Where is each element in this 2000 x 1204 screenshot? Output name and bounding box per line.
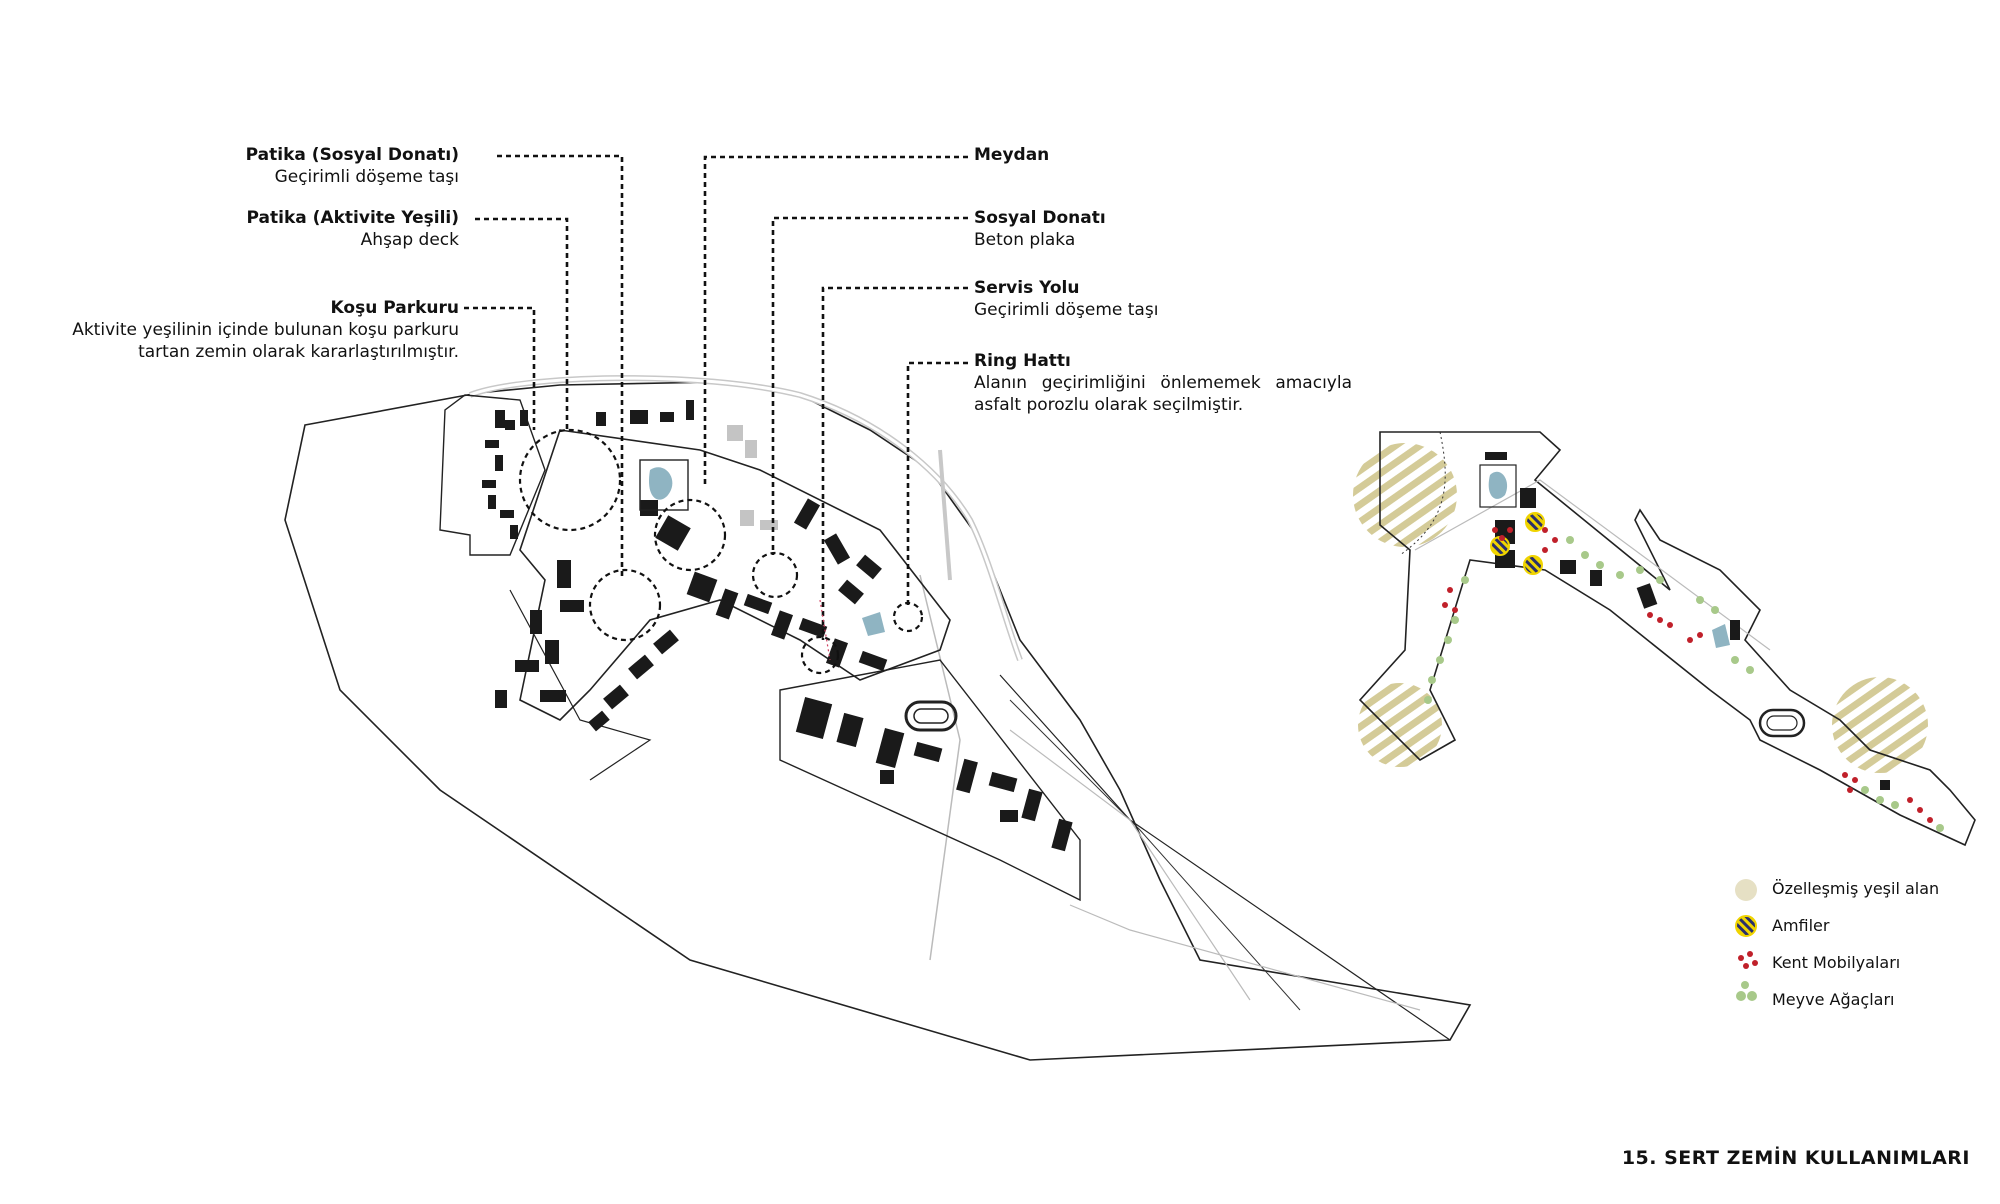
legend-item-meyve-agaclari: Meyve Ağaçları (1772, 990, 1895, 1010)
label-kosu-parkuru: Koşu Parkuru Aktivite yeşilinin içinde b… (72, 297, 459, 363)
label-patika-aktivite: Patika (Aktivite Yeşili) Ahşap deck (247, 207, 459, 251)
label-desc-2: asfalt porozlu olarak seçilmiştir. (974, 395, 1244, 415)
label-patika-sosyal: Patika (Sosyal Donatı) Geçirimli döşeme … (246, 144, 459, 188)
red-dots-icon (1738, 951, 1758, 969)
hatched-green-2 (1358, 683, 1442, 767)
dashed-highlight-circles (518, 428, 924, 675)
pond (649, 467, 673, 500)
lower-buildings (795, 696, 1073, 852)
legend-icons (1735, 879, 1758, 1001)
hatched-green-3 (1832, 677, 1928, 773)
legend-item-ozellesmis: Özelleşmiş yeşil alan (1772, 879, 1939, 899)
label-servis-yolu: Servis Yolu Geçirimli döşeme taşı (974, 277, 1158, 321)
label-ring-hatti: Ring Hattı Alanın geçirimliğini önlememe… (974, 350, 1352, 416)
lower-block (779, 659, 1081, 902)
inset-amfiler (1490, 512, 1545, 575)
inset-kent-mobilyalari (1442, 527, 1933, 823)
label-desc: Geçirimli döşeme taşı (974, 300, 1159, 320)
legend-item-kent-mobilyalari: Kent Mobilyaları (1772, 953, 1900, 973)
label-meydan: Meydan (974, 144, 1049, 166)
label-title: Ring Hattı (974, 351, 1071, 371)
legend-label: Kent Mobilyaları (1772, 953, 1901, 972)
site-boundary (284, 381, 1472, 1061)
inset-boundary (1358, 431, 1976, 847)
legend-label: Amfiler (1772, 916, 1830, 935)
label-title: Patika (Sosyal Donatı) (245, 145, 459, 165)
hatched-circle-icon (1735, 879, 1757, 901)
label-desc-1: Alanın geçirimliğini önlememek amacıyla (974, 373, 1352, 393)
hatched-green-1 (1353, 443, 1457, 547)
label-title: Servis Yolu (974, 278, 1080, 298)
service-buildings (727, 425, 778, 530)
label-desc: Beton plaka (974, 230, 1076, 250)
label-desc: Geçirimli döşeme taşı (274, 167, 459, 187)
legend-label: Özelleşmiş yeşil alan (1772, 879, 1940, 898)
leader-lines (464, 154, 968, 640)
legend-item-amfiler: Amfiler (1772, 916, 1829, 936)
label-title: Sosyal Donatı (974, 208, 1106, 228)
main-site-plan (284, 154, 1472, 1061)
inset-buildings (1485, 452, 1890, 790)
legend-label: Meyve Ağaçları (1772, 990, 1895, 1009)
label-title: Meydan (974, 145, 1050, 165)
label-sosyal-donati: Sosyal Donatı Beton plaka (974, 207, 1106, 251)
left-block-buildings (495, 560, 584, 708)
pool (862, 612, 885, 636)
inset-meyve-agaclari (1424, 536, 1944, 832)
linear-park-wedge (519, 429, 951, 721)
label-desc-1: Aktivite yeşilinin içinde bulunan koşu p… (72, 320, 459, 340)
figure-title: 15. SERT ZEMİN KULLANIMLARI (1621, 1147, 1970, 1169)
left-cluster-buildings (482, 400, 694, 539)
label-desc-2: tartan zemin olarak kararlaştırılmıştır. (138, 342, 459, 362)
central-buildings (588, 498, 888, 732)
green-dots-icon (1736, 981, 1757, 1001)
label-title: Koşu Parkuru (330, 298, 459, 318)
label-desc: Ahşap deck (360, 230, 459, 250)
sports-track (904, 700, 958, 732)
label-title: Patika (Aktivite Yeşili) (246, 208, 459, 228)
striped-circle-icon (1735, 915, 1757, 937)
inset-plan (1353, 431, 1976, 847)
